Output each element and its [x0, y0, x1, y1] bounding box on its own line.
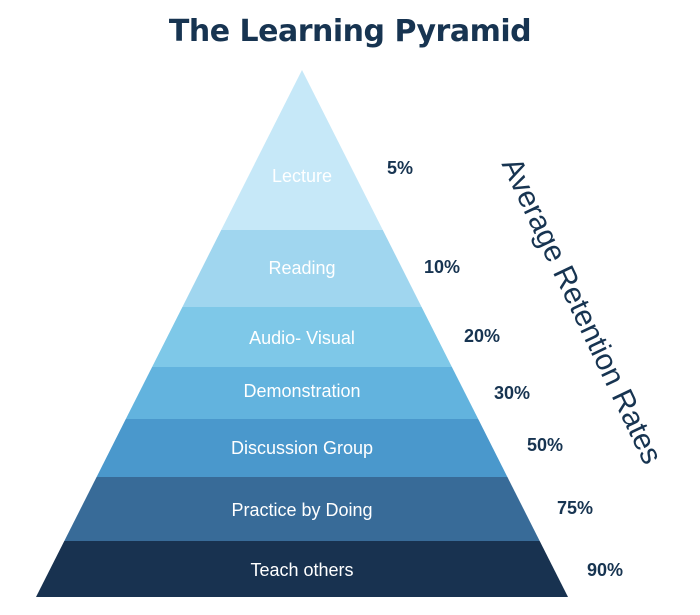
- pyramid-level-label: Lecture: [272, 166, 332, 186]
- pyramid-level-label: Practice by Doing: [231, 500, 372, 520]
- pyramid-layer: [125, 367, 479, 419]
- side-axis-label: Average Retention Rates: [495, 153, 668, 469]
- pyramid-level-label: Reading: [268, 258, 335, 278]
- pyramid-level-label: Teach others: [250, 560, 353, 580]
- pyramid-level-label: Audio- Visual: [249, 328, 355, 348]
- retention-rate-label: 10%: [424, 257, 460, 277]
- pyramid-layer: [36, 541, 568, 597]
- page-title: The Learning Pyramid: [168, 14, 532, 49]
- retention-rate-label: 5%: [387, 158, 413, 178]
- pyramid-level-label: Discussion Group: [231, 438, 373, 458]
- pyramid-layer: [182, 230, 422, 307]
- retention-rate-label: 20%: [464, 326, 500, 346]
- retention-rate-label: 90%: [587, 560, 623, 580]
- pyramid-layer: [64, 477, 540, 541]
- pyramid-layers: [36, 70, 568, 597]
- retention-rate-label: 50%: [527, 435, 563, 455]
- pyramid-layer: [152, 307, 452, 367]
- pyramid-layer: [221, 70, 383, 230]
- pyramid-level-label: Demonstration: [243, 381, 360, 401]
- retention-rate-label: 30%: [494, 383, 530, 403]
- retention-rate-label: 75%: [557, 498, 593, 518]
- retention-rate-labels: 5% 10% 20% 30% 50% 75% 90%: [387, 158, 623, 580]
- pyramid-layer: [96, 419, 508, 477]
